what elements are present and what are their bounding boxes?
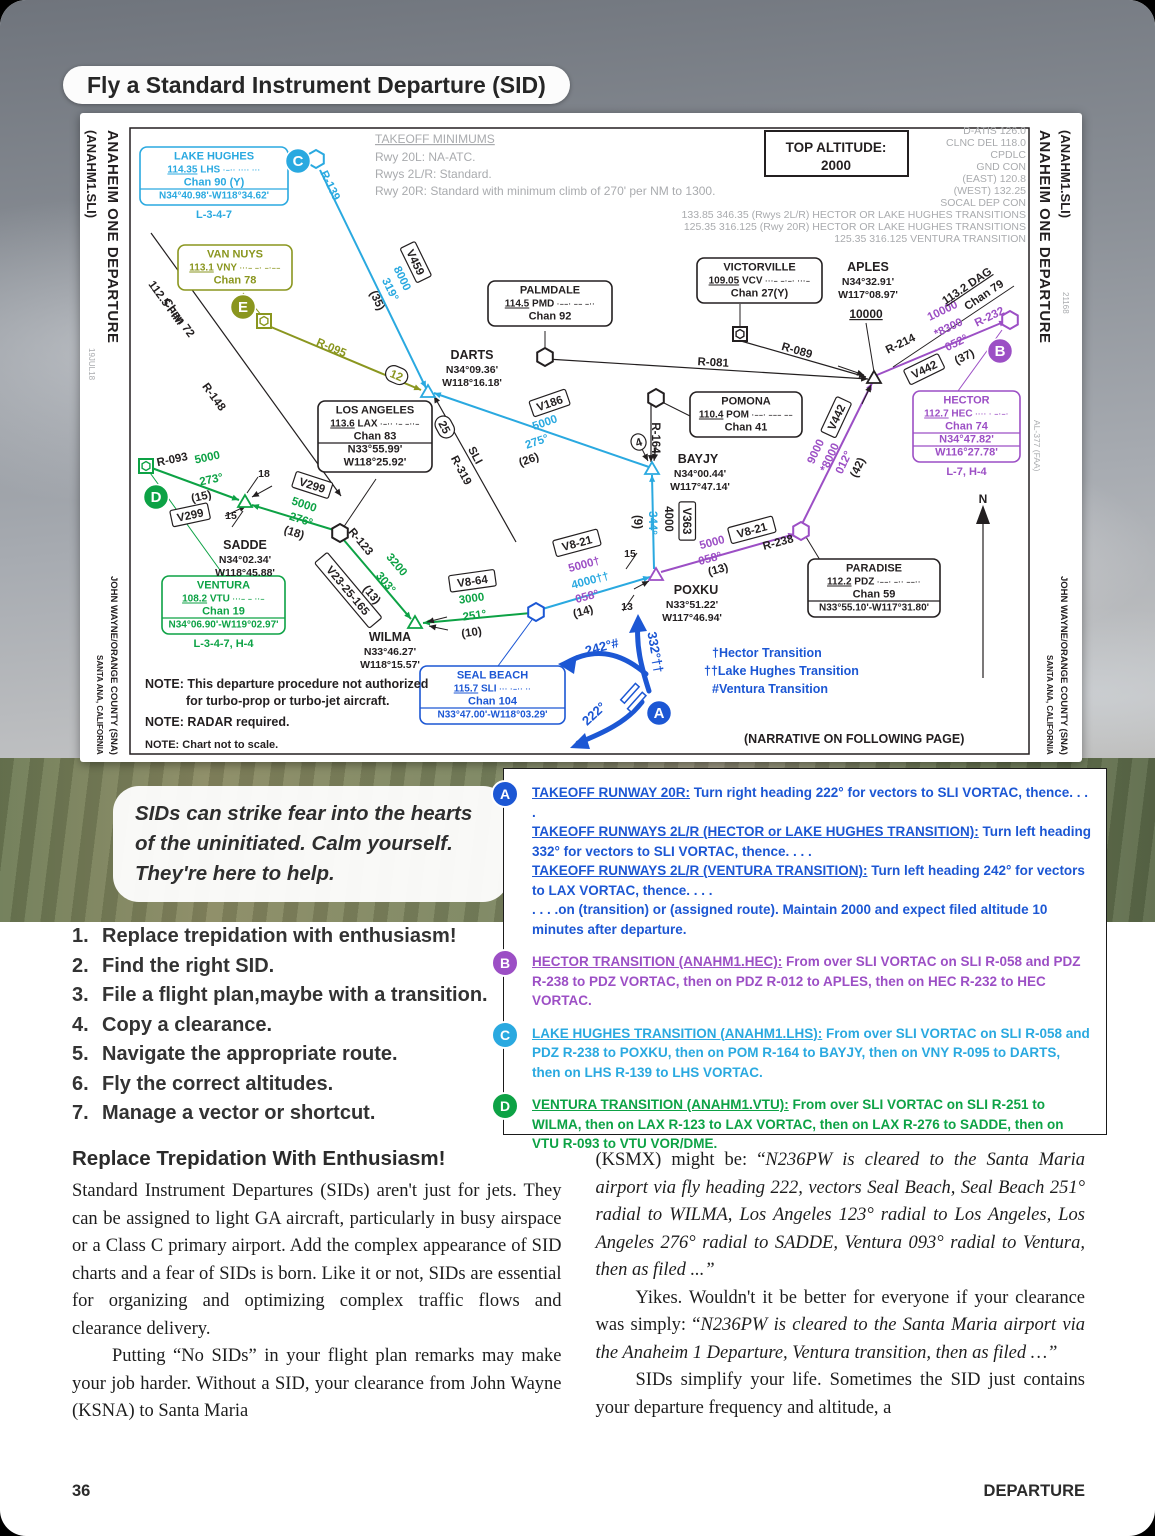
chart-code-right: (ANAHM1.SLI)	[1058, 130, 1073, 219]
footer-section-label: DEPARTURE	[983, 1482, 1085, 1500]
chart-city-left: SANTA ANA, CALIFORNIA	[95, 655, 104, 755]
step-text: Copy a clearance.	[102, 1013, 273, 1036]
chart-left-margin: ANAHEIM ONE DEPARTURE (ANAHM1.SLI) 19JUL…	[84, 130, 130, 755]
quote-line-3: They're here to help.	[135, 862, 335, 885]
step-text: Navigate the appropriate route.	[102, 1043, 398, 1065]
callout-a: A TAKEOFF RUNWAY 20R: Turn right heading…	[491, 780, 1092, 939]
page-footer: 36 DEPARTURE	[72, 1482, 1085, 1501]
article-paragraph: Standard Instrument Departures (SIDs) ar…	[72, 1181, 562, 1339]
callout-b: B HECTOR TRANSITION (ANAHM1.HEC): From o…	[491, 949, 1092, 1011]
callout-a-body-3: Turn left heading 242° for vectors to LA…	[532, 863, 1085, 898]
step-text: File a flight plan,maybe with a transiti…	[102, 984, 488, 1006]
step-number: 1.	[72, 925, 89, 947]
callout-b-badge: B	[491, 949, 519, 977]
clearance-intro-2: Yikes. Wouldn't it be better for everyon…	[595, 1287, 1086, 1336]
article-heading: Replace Trepidation With Enthusiasm!	[72, 1147, 446, 1170]
chart-date: 19JUL18	[87, 348, 96, 381]
chart-name-left: ANAHEIM ONE DEPARTURE	[104, 130, 121, 344]
step-number: 6.	[72, 1072, 89, 1095]
page-number: 36	[72, 1482, 91, 1500]
callout-c-head: LAKE HUGHES TRANSITION (ANAHM1.LHS):	[532, 1025, 823, 1041]
pull-quote: SIDs can strike fear into the hearts of …	[113, 786, 509, 902]
callout-a-tail: . . . .on (transition) or (assigned rout…	[532, 902, 1048, 937]
callout-c: C LAKE HUGHES TRANSITION (ANAHM1.LHS): F…	[491, 1020, 1092, 1083]
page-title: Fly a Standard Instrument Departure (SID…	[63, 66, 570, 104]
list-item: 1. Replace trepidation with enthusiasm!	[72, 922, 502, 952]
callout-a-head-1: TAKEOFF RUNWAY 20R:	[532, 785, 691, 800]
article-paragraph: (KSMX) might be: “N236PW is cleared to t…	[596, 1147, 1086, 1285]
list-item: 2. Find the right SID.	[72, 952, 502, 982]
chart-code-left: (ANAHM1.SLI)	[84, 130, 99, 219]
sid-chart-panel: ANAHEIM ONE DEPARTURE (ANAHM1.SLI) 19JUL…	[80, 113, 1082, 762]
article-body: Replace Trepidation With Enthusiasm! Sta…	[72, 1147, 1085, 1426]
callout-d: D VENTURA TRANSITION (ANAHM1.VTU): From …	[491, 1092, 1092, 1154]
callout-c-body: From over SLI VORTAC on SLI R-058 and PD…	[532, 1025, 1090, 1080]
list-item: 6. Fly the correct altitudes.	[72, 1070, 502, 1100]
callout-b-head: HECTOR TRANSITION (ANAHM1.HEC):	[532, 954, 783, 969]
article-paragraph: SIDs simplify your life. Sometimes the S…	[595, 1370, 1086, 1418]
chart-right-margin: ANAHEIM ONE DEPARTURE (ANAHM1.SLI) 21168…	[1032, 130, 1080, 755]
list-item: 4. Copy a clearance.	[72, 1011, 502, 1041]
step-number: 5.	[72, 1043, 89, 1065]
list-item: 5. Navigate the appropriate route.	[72, 1040, 502, 1070]
narrative-callout-panel: A TAKEOFF RUNWAY 20R: Turn right heading…	[491, 768, 1107, 1151]
quote-line-2: of the uninitiated. Calm yourself.	[135, 832, 453, 855]
step-text: Manage a vector or shortcut.	[102, 1102, 376, 1124]
chart-al-number: AL-377 (FAA)	[1032, 420, 1042, 472]
callout-b-body: From over SLI VORTAC on SLI R-058 and PD…	[532, 954, 1081, 1008]
step-text: Find the right SID.	[102, 954, 275, 977]
step-number: 4.	[72, 1013, 89, 1036]
step-number: 7.	[72, 1102, 89, 1124]
callout-a-badge: A	[491, 780, 519, 808]
step-text: Fly the correct altitudes.	[102, 1072, 334, 1095]
list-item: 3. File a flight plan,maybe with a transi…	[72, 981, 502, 1011]
step-text: Replace trepidation with enthusiasm!	[102, 925, 457, 947]
step-number: 2.	[72, 954, 89, 977]
chart-airport-right: JOHN WAYNE/ORANGE COUNTY (SNA)	[1058, 576, 1069, 755]
list-item: 7. Manage a vector or shortcut.	[72, 1099, 502, 1129]
callout-a-head-2: TAKEOFF RUNWAYS 2L/R (HECTOR or LAKE HUG…	[532, 824, 979, 839]
callout-c-badge: C	[491, 1020, 519, 1049]
article-paragraph: Yikes. Wouldn't it be better for everyon…	[596, 1285, 1086, 1368]
chart-airport-left: JOHN WAYNE/ORANGE COUNTY (SNA)	[108, 576, 119, 755]
clearance-quote: N236PW is cleared to the Santa Maria air…	[595, 1150, 1086, 1280]
article-column-left: Replace Trepidation With Enthusiasm! Sta…	[72, 1147, 562, 1426]
callout-d-head: VENTURA TRANSITION (ANAHM1.VTU):	[532, 1097, 789, 1112]
callout-a-head-3: TAKEOFF RUNWAYS 2L/R (VENTURA TRANSITION…	[532, 863, 868, 878]
callout-a-body-1: Turn right heading 222° for vectors to S…	[532, 785, 1088, 820]
callout-d-body: From over SLI VORTAC on SLI R-251 to WIL…	[532, 1097, 1064, 1151]
callout-a-body-2: Turn left heading 332° for vectors to SL…	[532, 824, 1092, 859]
chart-print-code: 21168	[1061, 292, 1070, 314]
quote-line-1: SIDs can strike fear into the hearts	[135, 802, 473, 825]
callout-d-badge: D	[491, 1092, 519, 1120]
chart-city-right: SANTA ANA, CALIFORNIA	[1045, 655, 1054, 755]
chart-name-right: ANAHEIM ONE DEPARTURE	[1036, 130, 1053, 344]
sid-steps-list: 1. Replace trepidation with enthusiasm! 2…	[72, 922, 502, 1129]
step-number: 3.	[72, 984, 89, 1006]
article-column-right: (KSMX) might be: “N236PW is cleared to t…	[596, 1147, 1086, 1426]
clearance-intro: (KSMX) might be: “	[595, 1150, 766, 1170]
clearance-quote-2: N236PW is cleared to the Santa Maria air…	[595, 1315, 1086, 1363]
article-paragraph: Putting “No SIDs” in your flight plan re…	[72, 1346, 562, 1421]
